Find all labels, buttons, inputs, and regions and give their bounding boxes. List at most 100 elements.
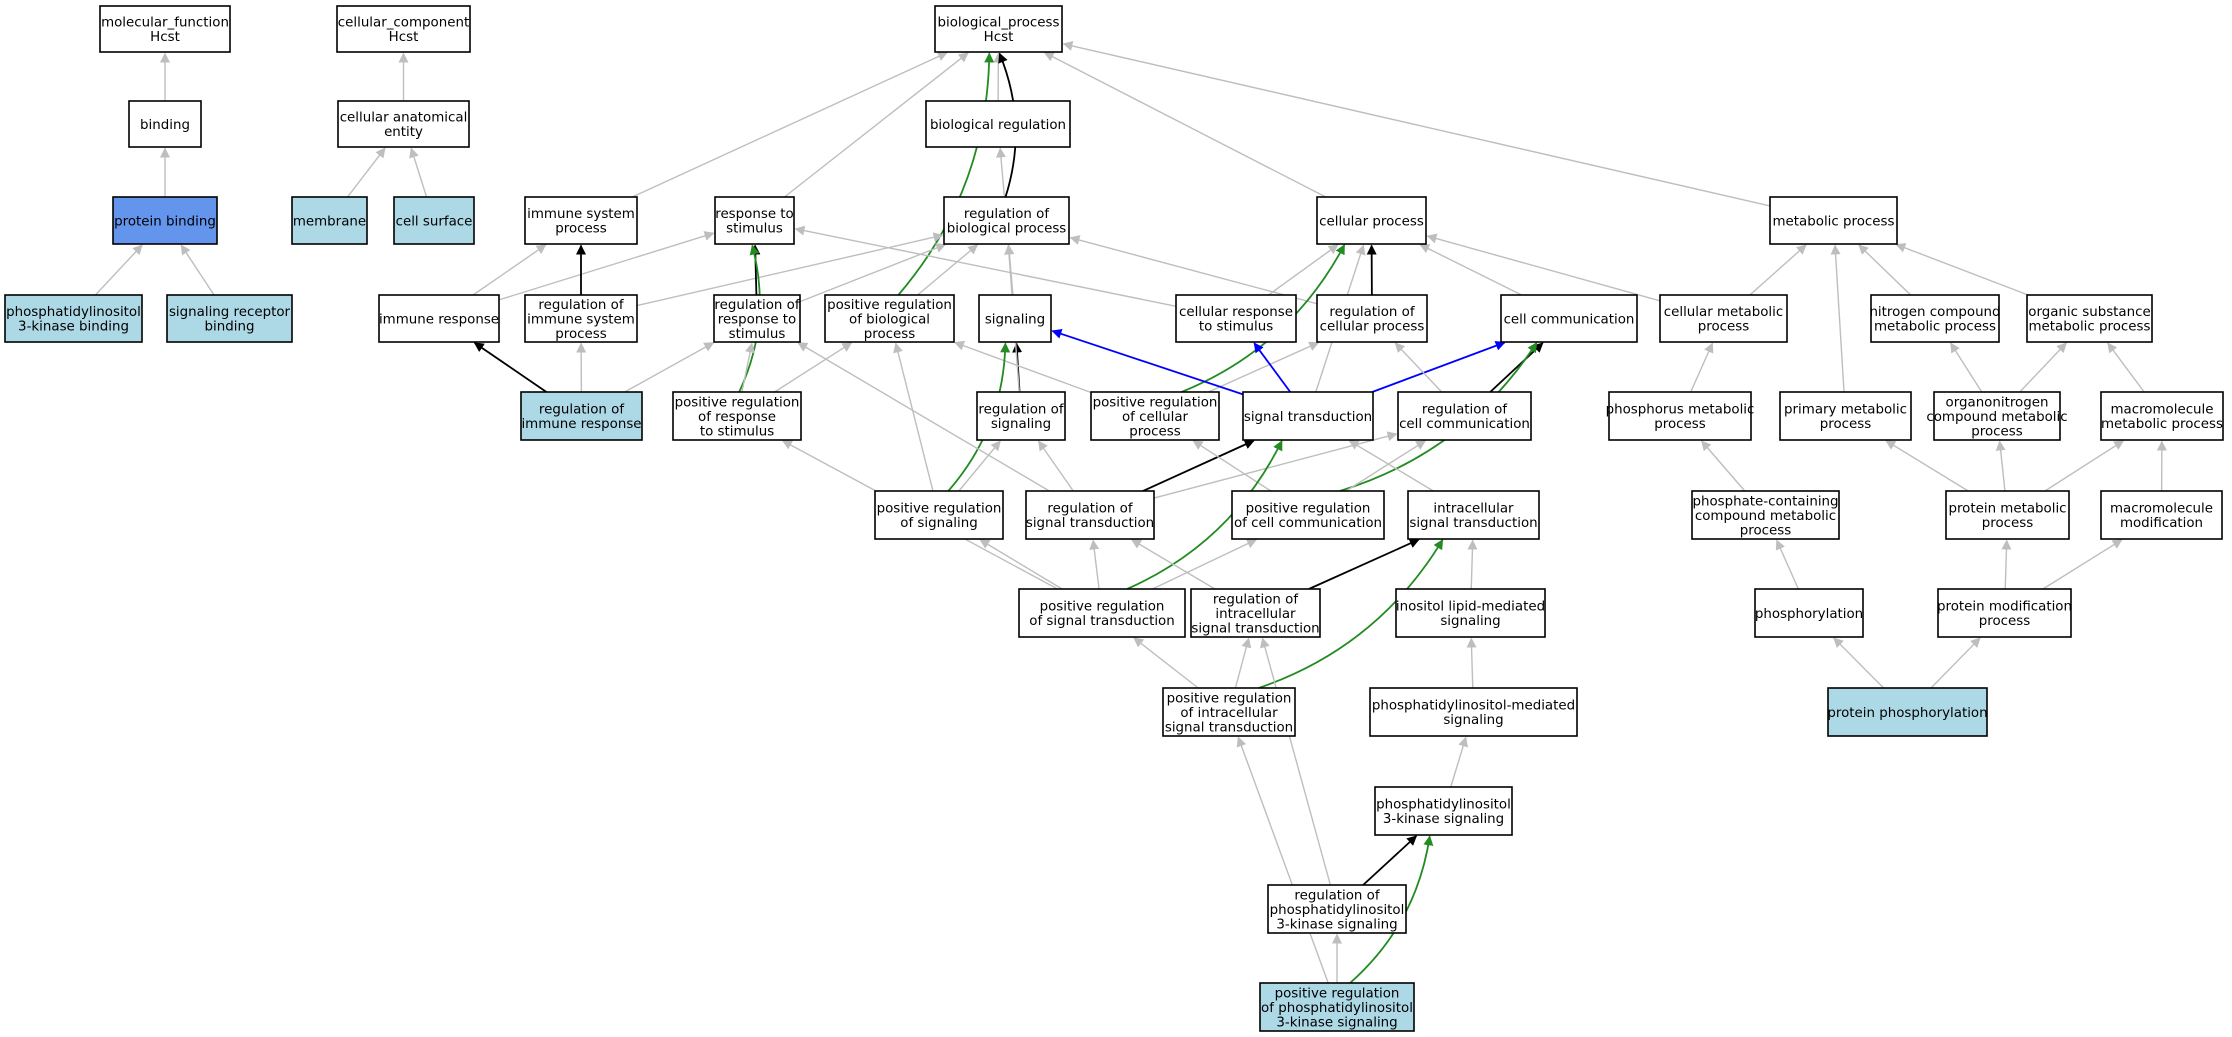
node-box[interactable]	[1231, 490, 1385, 540]
node-box[interactable]	[1316, 294, 1428, 343]
node-box[interactable]	[1175, 294, 1297, 343]
node-box[interactable]	[1691, 490, 1840, 540]
node-box[interactable]	[1500, 294, 1638, 343]
go-term-node-cp[interactable]: cellular process	[1316, 196, 1427, 245]
node-box[interactable]	[1769, 196, 1898, 245]
go-term-node-pp[interactable]: protein phosphorylation	[1827, 687, 1988, 737]
node-box[interactable]	[166, 294, 293, 343]
go-term-node-rpi3ks[interactable]: regulation ofphosphatidylinositol3-kinas…	[1267, 884, 1407, 934]
node-box[interactable]	[393, 196, 475, 245]
node-box[interactable]	[520, 391, 643, 441]
node-box[interactable]	[1374, 786, 1513, 836]
go-term-node-membrane[interactable]: membrane	[291, 196, 368, 245]
node-box[interactable]	[99, 5, 231, 53]
node-box[interactable]	[1259, 982, 1415, 1032]
node-box[interactable]	[1395, 588, 1546, 638]
node-box[interactable]	[925, 100, 1071, 148]
go-term-node-cc2[interactable]: cell communication	[1500, 294, 1638, 343]
node-box[interactable]	[378, 294, 500, 343]
node-box[interactable]	[1659, 294, 1788, 343]
go-term-node-binding[interactable]: binding	[128, 100, 202, 148]
node-box[interactable]	[1608, 391, 1752, 441]
go-term-node-mp[interactable]: metabolic process	[1769, 196, 1898, 245]
go-term-node-cellsurface[interactable]: cell surface	[393, 196, 475, 245]
node-box[interactable]	[1779, 391, 1912, 441]
node-box[interactable]	[714, 196, 795, 245]
node-box[interactable]	[112, 196, 218, 245]
node-box[interactable]	[2100, 490, 2223, 540]
node-box[interactable]	[2100, 391, 2224, 441]
node-box[interactable]	[934, 5, 1063, 53]
go-term-node-pb[interactable]: protein binding	[112, 196, 218, 245]
node-box[interactable]	[1407, 490, 1540, 540]
node-box[interactable]	[1025, 490, 1155, 540]
node-box[interactable]	[1162, 687, 1296, 737]
node-box[interactable]	[1870, 294, 2000, 343]
node-box[interactable]	[976, 391, 1066, 441]
node-box[interactable]	[1190, 588, 1321, 638]
node-box[interactable]	[943, 196, 1070, 245]
go-term-node-phos[interactable]: phosphorylation	[1754, 588, 1864, 638]
node-box[interactable]	[524, 294, 638, 343]
go-term-node-st[interactable]: signal transduction	[1242, 391, 1374, 441]
node-box[interactable]	[4, 294, 143, 343]
node-box[interactable]	[1090, 391, 1220, 441]
node-box[interactable]	[1316, 196, 1427, 245]
node-box[interactable]	[1945, 490, 2070, 540]
node-box[interactable]	[336, 5, 471, 53]
go-term-node-signaling[interactable]: signaling	[978, 294, 1052, 343]
node-box[interactable]	[128, 100, 202, 148]
node-box[interactable]	[1018, 588, 1186, 638]
node-box[interactable]	[2026, 294, 2153, 343]
node-box[interactable]	[978, 294, 1052, 343]
node-box[interactable]	[1754, 588, 1864, 638]
node-box[interactable]	[1827, 687, 1988, 737]
node-box[interactable]	[1933, 391, 2061, 441]
node-box[interactable]	[874, 490, 1004, 540]
go-term-node-breg[interactable]: biological regulation	[925, 100, 1071, 148]
go-term-node-ir[interactable]: immune response	[378, 294, 500, 343]
node-box[interactable]	[1267, 884, 1407, 934]
node-box[interactable]	[337, 100, 470, 148]
node-box[interactable]	[672, 391, 802, 441]
